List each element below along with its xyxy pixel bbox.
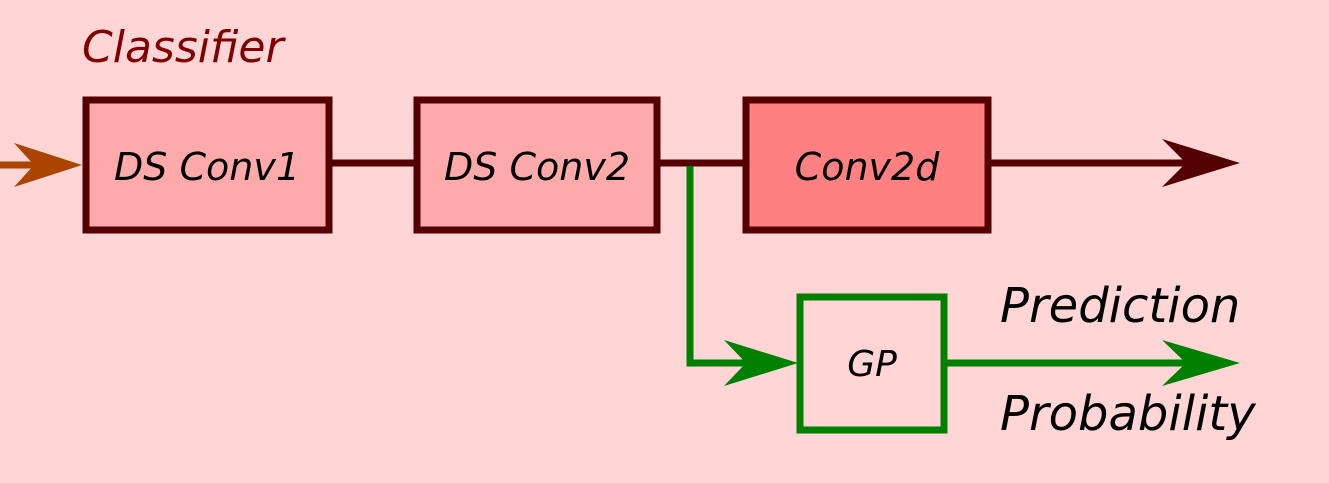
gp-block: GP [796, 293, 948, 434]
ds-conv2-block: DS Conv2 [413, 96, 661, 234]
gp-label: GP [847, 344, 897, 385]
gp-branch-arrow [686, 166, 798, 386]
input-arrow [0, 143, 82, 187]
diagram-title: Classifier [82, 22, 286, 73]
output-arrow [988, 139, 1240, 187]
ds-conv1-block: DS Conv1 [82, 96, 333, 234]
gp-output-arrow [944, 340, 1240, 386]
ds-conv1-label: DS Conv1 [114, 145, 300, 189]
conv2d-block: Conv2d [742, 96, 992, 234]
conv2d-label: Conv2d [795, 145, 941, 189]
ds-conv2-label: DS Conv2 [444, 145, 630, 189]
prediction-label: Prediction [1000, 278, 1240, 334]
probability-label: Probability [1000, 386, 1256, 442]
